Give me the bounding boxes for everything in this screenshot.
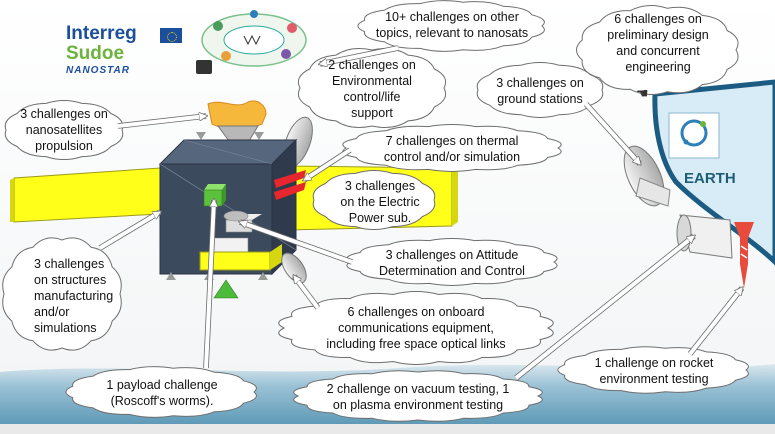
callout-line: Determination and Control: [379, 264, 525, 278]
logo-line-interreg: Interreg: [66, 23, 137, 44]
callout-text-communications: 6 challenges on onboard communications eq…: [286, 304, 546, 352]
callout-line: on the Electric: [340, 195, 420, 209]
callout-line: and concurrent: [616, 44, 700, 58]
nanostar-infographic-icon: [201, 10, 307, 67]
callout-line: 6 challenges on onboard: [347, 305, 485, 319]
callout-cloud-environmental_control: [297, 48, 447, 128]
callout-line: ground stations: [497, 92, 583, 106]
small-satellite-icon: [196, 60, 212, 74]
callout-cloud-thermal: [342, 124, 562, 172]
callout-line: 10+ challenges on other: [385, 10, 519, 24]
callout-text-structures: 3 challenges on structures manufacturing an…: [34, 256, 134, 336]
callout-cloud-propulsion: [4, 99, 124, 161]
callout-arrow-payload: [204, 200, 214, 369]
callout-text-vacuum: 2 challenge on vacuum testing, 1 on plasm…: [298, 381, 538, 413]
callout-line: topics, relevant to nanosats: [375, 26, 529, 40]
power-unit-icon: [211, 210, 262, 253]
callout-line: preliminary design: [607, 28, 709, 42]
callout-line: manufacturing: [34, 289, 114, 303]
callout-line: 1 challenge on rocket: [594, 356, 714, 370]
callout-line: Power sub.: [348, 211, 412, 225]
callout-line: 2 challenges on: [328, 58, 416, 72]
callout-line: control and/or simulation: [383, 150, 521, 164]
callout-line: 3 challenges on Attitude: [385, 248, 519, 262]
callout-arrow-structures: [98, 210, 160, 250]
callout-arrow-thermal: [304, 148, 352, 182]
callout-line: communications equipment,: [338, 321, 494, 335]
callout-line: 3 challenges: [344, 179, 416, 193]
callout-line: Environmental: [332, 74, 412, 88]
callout-line: and/or: [34, 305, 70, 319]
callout-arrow-ground_stations: [584, 102, 640, 164]
callout-cloud-communications: [278, 291, 554, 365]
earth-label: EARTH: [684, 170, 736, 187]
callout-arrow-propulsion: [117, 116, 206, 128]
callout-line: propulsion: [35, 139, 93, 153]
callout-line: 6 challenges on: [614, 12, 702, 26]
callout-line: environment testing: [599, 372, 709, 386]
callout-line: 3 challenges: [34, 257, 105, 271]
callout-arrow-rocket: [688, 288, 742, 356]
callout-cloud-ground_stations: [476, 62, 604, 118]
callout-line: control/life: [343, 90, 401, 104]
nanostar-badge-icon: [668, 112, 720, 159]
callout-cloud-structures: [2, 237, 122, 351]
hand-cursor-icon: ☚: [636, 86, 649, 102]
callout-text-environmental_control: 2 challenges on Environmental control/life…: [307, 57, 437, 121]
callout-line: 2 challenge on vacuum testing, 1: [326, 382, 510, 396]
callout-line: support: [351, 106, 393, 120]
callout-line: 3 challenges on: [496, 76, 584, 90]
callout-text-propulsion: 3 challenges on nanosatellites propulsion: [9, 106, 119, 154]
callout-cloud-rocket: [557, 346, 749, 394]
callout-text-thermal: 7 challenges on thermal control and/or si…: [342, 133, 562, 165]
callout-text-payload: 1 payload challenge (Roscoff's worms).: [77, 377, 247, 409]
callout-arrow-communications: [294, 276, 320, 310]
callout-layer: [2, 0, 749, 422]
callout-arrow-attitude: [240, 222, 353, 264]
callout-line: on plasma environment testing: [332, 398, 504, 412]
bottom-strip: [0, 424, 775, 434]
callout-line: (Roscoff's worms).: [110, 394, 214, 408]
thruster-plume-icon: [207, 100, 267, 129]
callout-line: 7 challenges on thermal: [385, 134, 519, 148]
callout-line: 1 payload challenge: [106, 378, 218, 392]
logo-line-nanostar: NANOSTAR: [66, 65, 130, 76]
callout-text-ground_stations: 3 challenges on ground stations: [475, 75, 605, 107]
callout-text-preliminary_design: 6 challenges on preliminary design and con…: [583, 11, 733, 75]
callout-text-rocket: 1 challenge on rocket environment testing: [564, 355, 744, 387]
callout-line: engineering: [625, 60, 691, 74]
heat-pipe-icon: [274, 170, 306, 200]
bottom-tray: [199, 244, 282, 271]
callout-line: including free space optical links: [326, 337, 506, 351]
callout-cloud-payload: [65, 366, 257, 418]
arrow-layer: [98, 45, 745, 381]
callout-arrow-other_topics: [320, 46, 399, 64]
interreg-logo: Interreg Sudoe NANOSTAR: [66, 24, 137, 78]
optical-terminal-icon: [213, 279, 239, 299]
callout-cloud-vacuum: [293, 370, 543, 422]
callout-cloud-preliminary_design: [575, 4, 739, 96]
callout-line: nanosatellites: [25, 123, 103, 137]
eu-flag-icon: [160, 28, 182, 43]
callout-line: 3 challenges on: [20, 107, 108, 121]
callout-arrow-vacuum: [514, 236, 694, 380]
logo-line-sudoe: Sudoe: [66, 43, 125, 64]
callout-cloud-electric_power: [312, 169, 436, 231]
callout-text-other_topics: 10+ challenges on other topics, relevant …: [352, 9, 552, 41]
callout-line: simulations: [34, 321, 97, 335]
rocket-icon: [734, 222, 754, 288]
callout-line: on structures: [34, 273, 107, 287]
callout-cloud-other_topics: [357, 0, 545, 52]
